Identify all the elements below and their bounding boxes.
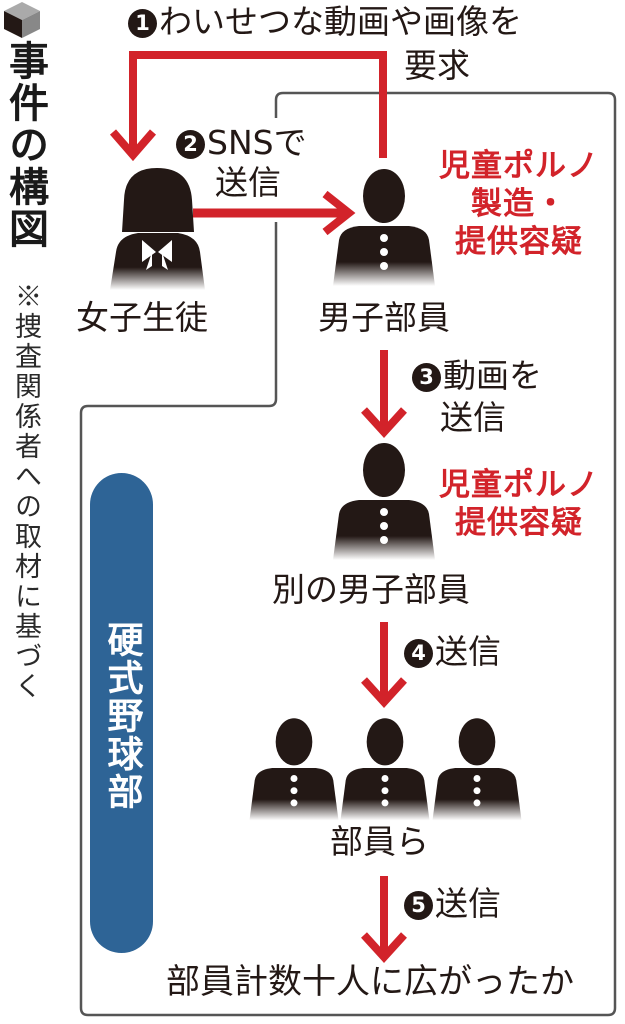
step-3-label-line2: 送信 bbox=[440, 398, 506, 437]
schoolgirl-silhouette-icon bbox=[110, 168, 205, 290]
schoolboy-silhouette-icon bbox=[333, 169, 435, 286]
schoolboy-silhouette-icon bbox=[432, 718, 522, 821]
step-1-label-line2: 要求 bbox=[404, 46, 470, 85]
conclusion-text: 部員計数十人に広がったか bbox=[166, 962, 574, 1002]
step-2-label-line2: 送信 bbox=[215, 163, 281, 202]
arrow-step1 bbox=[129, 51, 387, 158]
schoolboy-silhouette-icon bbox=[340, 718, 430, 821]
accusation-boy: 児童ポルノ 製造・ 提供容疑 bbox=[439, 148, 599, 260]
source-note: ※捜査関係者への取材に基づく bbox=[10, 282, 41, 702]
accusation-other-boy: 児童ポルノ 提供容疑 bbox=[439, 467, 599, 541]
actor-girl-label: 女子生徒 bbox=[76, 298, 208, 337]
actor-other-boy-label: 別の男子部員 bbox=[272, 570, 470, 609]
page-title: 事件の構図 bbox=[2, 40, 48, 250]
step-number-badge: 2 bbox=[176, 130, 205, 159]
club-frame bbox=[79, 91, 617, 1017]
club-label-pill: 硬式野球部 bbox=[90, 473, 153, 953]
step-number-badge: 1 bbox=[128, 9, 157, 38]
schoolboy-silhouette-icon bbox=[333, 443, 435, 560]
cube-icon bbox=[4, 2, 40, 38]
step-number-badge: 3 bbox=[412, 363, 441, 392]
actor-members-label: 部員ら bbox=[330, 822, 429, 861]
actor-boy-label: 男子部員 bbox=[318, 298, 450, 337]
schoolboy-silhouette-icon bbox=[249, 718, 339, 821]
step-number-badge: 4 bbox=[404, 639, 433, 668]
step-number-badge: 5 bbox=[404, 891, 433, 920]
club-label: 硬式野球部 bbox=[101, 621, 143, 811]
